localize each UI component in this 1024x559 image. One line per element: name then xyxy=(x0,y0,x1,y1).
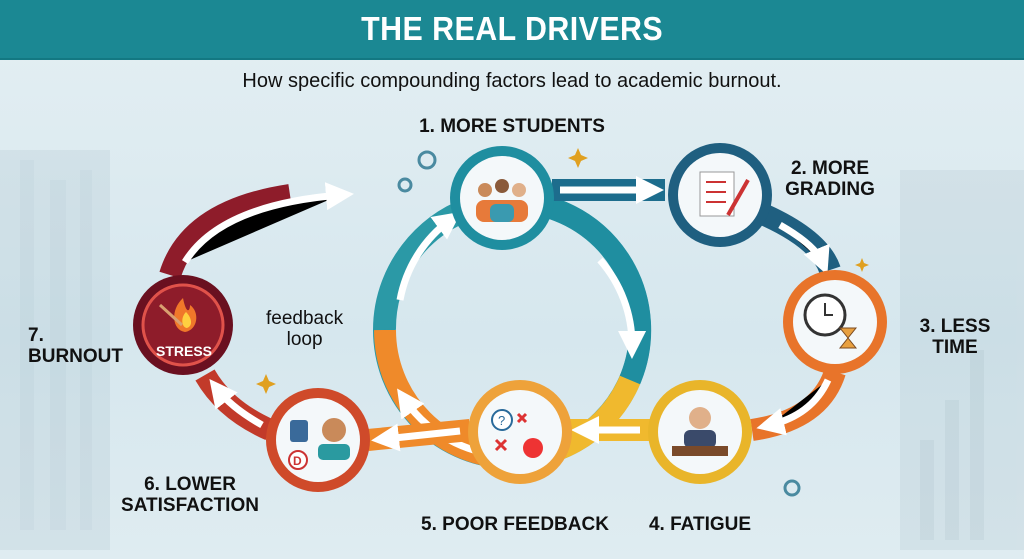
clock-hourglass-icon xyxy=(803,293,858,349)
subtitle: How specific compounding factors lead to… xyxy=(242,70,782,92)
label-line: 2. MORE xyxy=(790,158,870,179)
node-burnout xyxy=(133,275,233,375)
label-line: feedback xyxy=(266,308,344,329)
label-burnout: 7. BURNOUT xyxy=(28,325,123,367)
header-bar: THE REAL DRIVERS xyxy=(0,0,1024,60)
grading-papers-icon xyxy=(699,171,750,217)
svg-text:?: ? xyxy=(498,413,505,428)
tired-teacher-icon xyxy=(672,407,728,456)
burning-match-icon xyxy=(158,298,197,332)
node-more-grading xyxy=(668,143,772,247)
label-more-students: 1. MORE STUDENTS xyxy=(419,116,605,137)
thumbs-down-icon: D xyxy=(288,418,350,470)
label-line: SATISFACTION xyxy=(121,495,259,516)
node-lower-satisfaction: D xyxy=(266,388,370,492)
svg-text:D: D xyxy=(293,454,302,468)
label-line: loop xyxy=(286,329,323,350)
label-line: 3. LESS xyxy=(919,316,991,337)
node-poor-feedback: ? xyxy=(468,380,572,484)
node-fatigue xyxy=(648,380,752,484)
students-group-icon xyxy=(476,179,528,222)
gear-icon xyxy=(397,150,801,497)
label-fatigue: 4. FATIGUE xyxy=(648,514,752,535)
node-less-time xyxy=(783,270,887,374)
page-title: THE REAL DRIVERS xyxy=(360,10,664,47)
label-line: 6. LOWER xyxy=(144,474,236,495)
feedback-marks-icon: ? xyxy=(491,409,543,458)
label-line: TIME xyxy=(932,337,978,358)
label-poor-feedback: 5. POOR FEEDBACK xyxy=(421,514,609,535)
sparkle-icon xyxy=(256,148,869,394)
background-books xyxy=(0,150,1024,550)
node-more-students xyxy=(450,146,554,250)
stress-badge: STRESS xyxy=(155,343,212,359)
label-line: GRADING xyxy=(785,179,875,200)
